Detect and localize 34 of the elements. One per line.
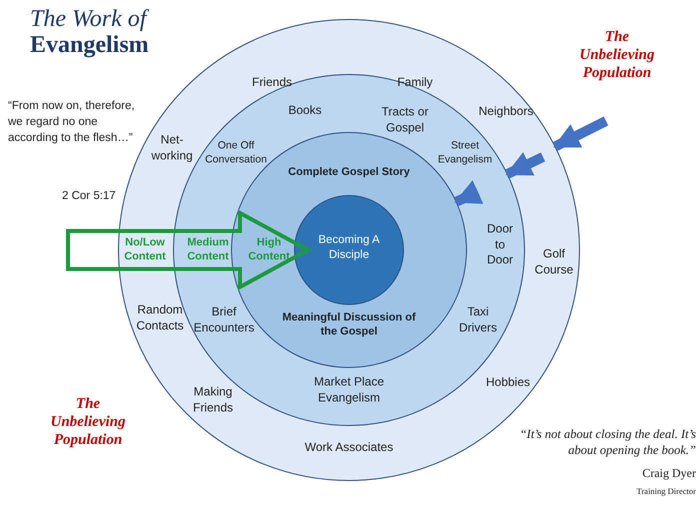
reference: 2 Cor 5:17 xyxy=(62,190,117,202)
ring-label: Taxi Drivers xyxy=(458,304,498,336)
ring-label: Tracts or Gospel xyxy=(380,104,430,136)
ring-heading: Complete Gospel Story xyxy=(287,164,411,180)
ring-heading: Meaningful Discussion of the Gospel xyxy=(281,310,417,340)
content-label: High Content xyxy=(247,236,291,264)
ring-label: Golf Course xyxy=(534,246,574,278)
center-label: Becoming A Disciple xyxy=(317,233,381,263)
ring-label: Neighbors xyxy=(478,104,534,120)
content-label: Medium Content xyxy=(186,236,230,264)
author-name: Craig Dyer xyxy=(641,466,696,481)
population-label: The Unbelieving Population xyxy=(578,28,656,82)
quote: “From now on, therefore, we regard no one according to the flesh…” xyxy=(8,99,136,146)
ring-label: Market Place Evangelism xyxy=(312,374,386,406)
population-label: The Unbelieving Population xyxy=(50,395,126,449)
ring-label: Books xyxy=(287,103,323,119)
ring-label: Work Associates xyxy=(304,440,394,456)
ring-label: Hobbies xyxy=(484,375,532,391)
ring-label: Random Contacts xyxy=(135,302,185,334)
arrow xyxy=(454,180,484,206)
arrow xyxy=(553,116,608,151)
content-arrow xyxy=(66,210,312,290)
title: The Work of Evangelism xyxy=(30,6,150,59)
ring-label: Family xyxy=(396,75,434,91)
ring-label: Street Evangelism xyxy=(436,139,494,167)
content-label: No/Low Content xyxy=(123,236,167,264)
ring-label: Making Friends xyxy=(192,384,234,416)
ring-label: Friends xyxy=(250,75,293,91)
author-title: Training Director xyxy=(636,486,696,496)
quote: “It’s not about closing the deal. It’s about opening the book.” xyxy=(518,427,696,458)
ring-label: Brief Encounters xyxy=(192,304,256,336)
ring-label: Net- working xyxy=(150,132,194,164)
ring-label: Door to Door xyxy=(486,222,514,268)
arrow xyxy=(505,152,546,178)
